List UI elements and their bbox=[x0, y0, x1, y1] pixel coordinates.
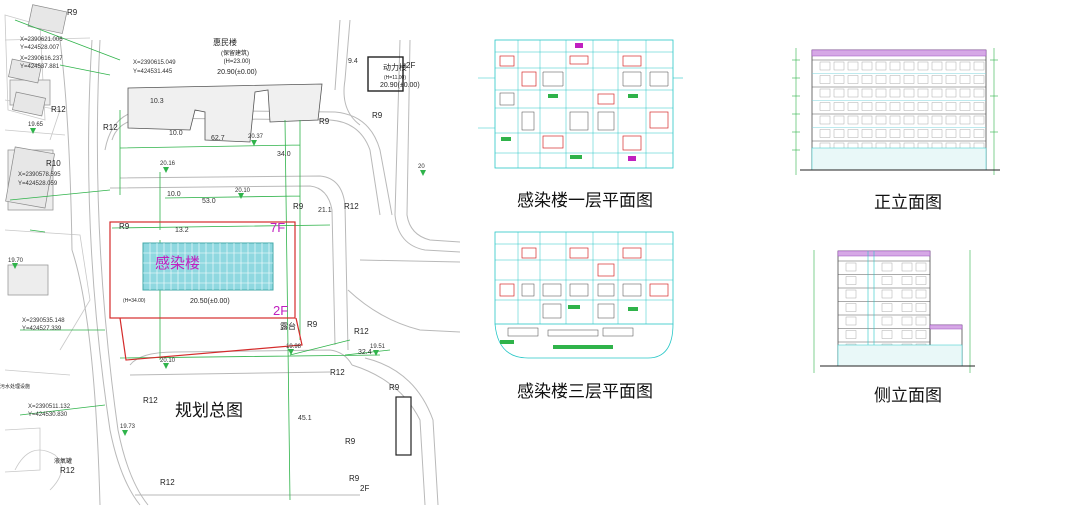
radius-label: R9 bbox=[389, 383, 400, 392]
power-building-outline bbox=[367, 56, 404, 92]
north-building-height: (H=23.00) bbox=[224, 59, 251, 65]
north-building-name: 惠民楼 bbox=[213, 37, 237, 47]
floor-plan-3-caption: 感染楼三层平面图 bbox=[517, 382, 653, 402]
main-site-boundary bbox=[109, 221, 296, 319]
coordinate-label: X=2390615.049 bbox=[133, 60, 176, 66]
power-building-floors: 2F bbox=[406, 61, 415, 70]
dimension-label: 21.1 bbox=[318, 207, 332, 214]
dimension-label: 9.4 bbox=[348, 58, 358, 65]
coordinate-label: X=2390578.595 bbox=[18, 172, 61, 178]
north-building-note: (保留建筑) bbox=[221, 49, 249, 57]
radius-label: R9 bbox=[349, 474, 360, 483]
power-building-height: (H=11.00) bbox=[384, 75, 406, 81]
radius-label: R12 bbox=[51, 105, 66, 114]
dimension-label: 53.0 bbox=[202, 198, 216, 205]
coordinate-label: X=2390621.006 bbox=[20, 37, 63, 43]
radius-label: R9 bbox=[319, 117, 330, 126]
main-height-label: (H=34.00) bbox=[123, 298, 146, 304]
coordinate-label: Y=424528.059 bbox=[18, 181, 58, 187]
radius-label: R12 bbox=[160, 478, 175, 487]
elevation-label: 19.51 bbox=[370, 344, 386, 350]
elevation-label: 19.70 bbox=[8, 258, 24, 264]
dimension-label: 62.7 bbox=[211, 135, 225, 142]
coordinate-label: Y=424530.830 bbox=[28, 412, 68, 418]
dimension-label: 10.0 bbox=[169, 130, 183, 137]
podium-floors-label: 2F bbox=[273, 303, 288, 318]
front-elevation-caption: 正立面图 bbox=[874, 193, 942, 213]
site-roads bbox=[59, 19, 460, 506]
terrace-label: 露台 bbox=[280, 321, 296, 331]
site-texts: 惠民楼 (保留建筑) (H=23.00) 20.90(±0.00) 动力楼 2F… bbox=[0, 37, 420, 493]
power-building-elev: 20.90(±0.00) bbox=[380, 82, 420, 89]
dimension-label: 34.0 bbox=[277, 151, 291, 158]
radius-label: R9 bbox=[293, 202, 304, 211]
radius-label: R12 bbox=[354, 327, 369, 336]
radius-label: R12 bbox=[103, 123, 118, 132]
elevation-label: 19.98 bbox=[286, 344, 302, 350]
main-floors-label: 7F bbox=[270, 220, 285, 235]
coordinate-label: Y=424531.445 bbox=[133, 69, 173, 75]
elevation-label: 19.65 bbox=[28, 122, 44, 128]
radius-label: R12 bbox=[143, 396, 158, 405]
elevation-label: 20.16 bbox=[160, 161, 176, 167]
elevation-markers bbox=[12, 128, 426, 436]
radius-label: R9 bbox=[119, 222, 130, 231]
north-building-elev: 20.90(±0.00) bbox=[217, 69, 257, 76]
coordinate-label: X=2390511.132 bbox=[28, 404, 71, 410]
front-elevation bbox=[792, 48, 1000, 175]
site-plan-caption: 规划总图 bbox=[175, 401, 243, 421]
radius-label: R9 bbox=[372, 111, 383, 120]
dimension-label: 10.3 bbox=[150, 98, 164, 105]
radius-label: R12 bbox=[60, 466, 75, 475]
radius-label: R12 bbox=[330, 368, 345, 377]
main-elev-label: 20.50(±0.00) bbox=[190, 298, 230, 305]
radius-label: R9 bbox=[307, 320, 318, 329]
elevation-label: 20 bbox=[418, 164, 425, 170]
dimension-label: 10.0 bbox=[167, 191, 181, 198]
floor-plan-1 bbox=[478, 39, 683, 169]
north-building-outline bbox=[127, 83, 323, 143]
power-building-name: 动力楼 bbox=[383, 62, 407, 72]
dimension-label: 45.1 bbox=[298, 415, 312, 422]
coordinate-label: Y=424537.881 bbox=[20, 64, 60, 70]
bottom-floors-label: 2F bbox=[360, 484, 369, 493]
waste-facility-label: 污水处理设施 bbox=[0, 383, 30, 390]
site-houses bbox=[5, 4, 68, 209]
coordinate-label: X=2390535.148 bbox=[22, 318, 65, 324]
bottom-right-building bbox=[395, 396, 412, 456]
site-left-parcels bbox=[4, 14, 91, 491]
main-building-label: 感染楼 bbox=[155, 255, 200, 272]
side-elevation bbox=[813, 250, 975, 373]
elevation-label: 20.37 bbox=[248, 134, 264, 140]
main-building-hatch-lines bbox=[143, 243, 273, 290]
coordinate-label: X=2390616.237 bbox=[20, 56, 63, 62]
site-green-lines bbox=[9, 19, 391, 501]
floor-plan-3 bbox=[494, 231, 674, 359]
radius-label: R10 bbox=[46, 159, 61, 168]
side-elevation-caption: 侧立面图 bbox=[874, 386, 942, 406]
radius-label: R9 bbox=[345, 437, 356, 446]
dimension-label: 13.2 bbox=[175, 227, 189, 234]
dimension-labels: 9.4 10.3 10.0 62.7 34.0 10.0 53.0 21.1 13.2 32.4 4… bbox=[150, 58, 372, 422]
elevation-label: 19.73 bbox=[120, 424, 136, 430]
podium-boundary bbox=[119, 317, 303, 361]
radius-label: R9 bbox=[67, 8, 78, 17]
coordinate-label: Y=424528.007 bbox=[20, 45, 60, 51]
coordinate-label: Y=424527.339 bbox=[22, 326, 62, 332]
radius-label: R12 bbox=[344, 202, 359, 211]
elevation-label: 20.10 bbox=[235, 188, 251, 194]
bottom-left-facility-label: 液氧罐 bbox=[54, 457, 72, 465]
main-building-hatch bbox=[142, 242, 274, 291]
dimension-label: 32.4 bbox=[358, 349, 372, 356]
elevation-label: 20.10 bbox=[160, 358, 176, 364]
coordinate-labels: X=2390621.006Y=424528.007X=2390616.237Y=… bbox=[18, 37, 176, 418]
floor-plan-1-caption: 感染楼一层平面图 bbox=[517, 191, 653, 211]
elevation-labels: 19.65 20.16 20.37 20 20.10 19.70 19.98 20.10 19.… bbox=[8, 122, 425, 430]
site-plan: 惠民楼 (保留建筑) (H=23.00) 20.90(±0.00) 动力楼 2F… bbox=[0, 4, 460, 506]
